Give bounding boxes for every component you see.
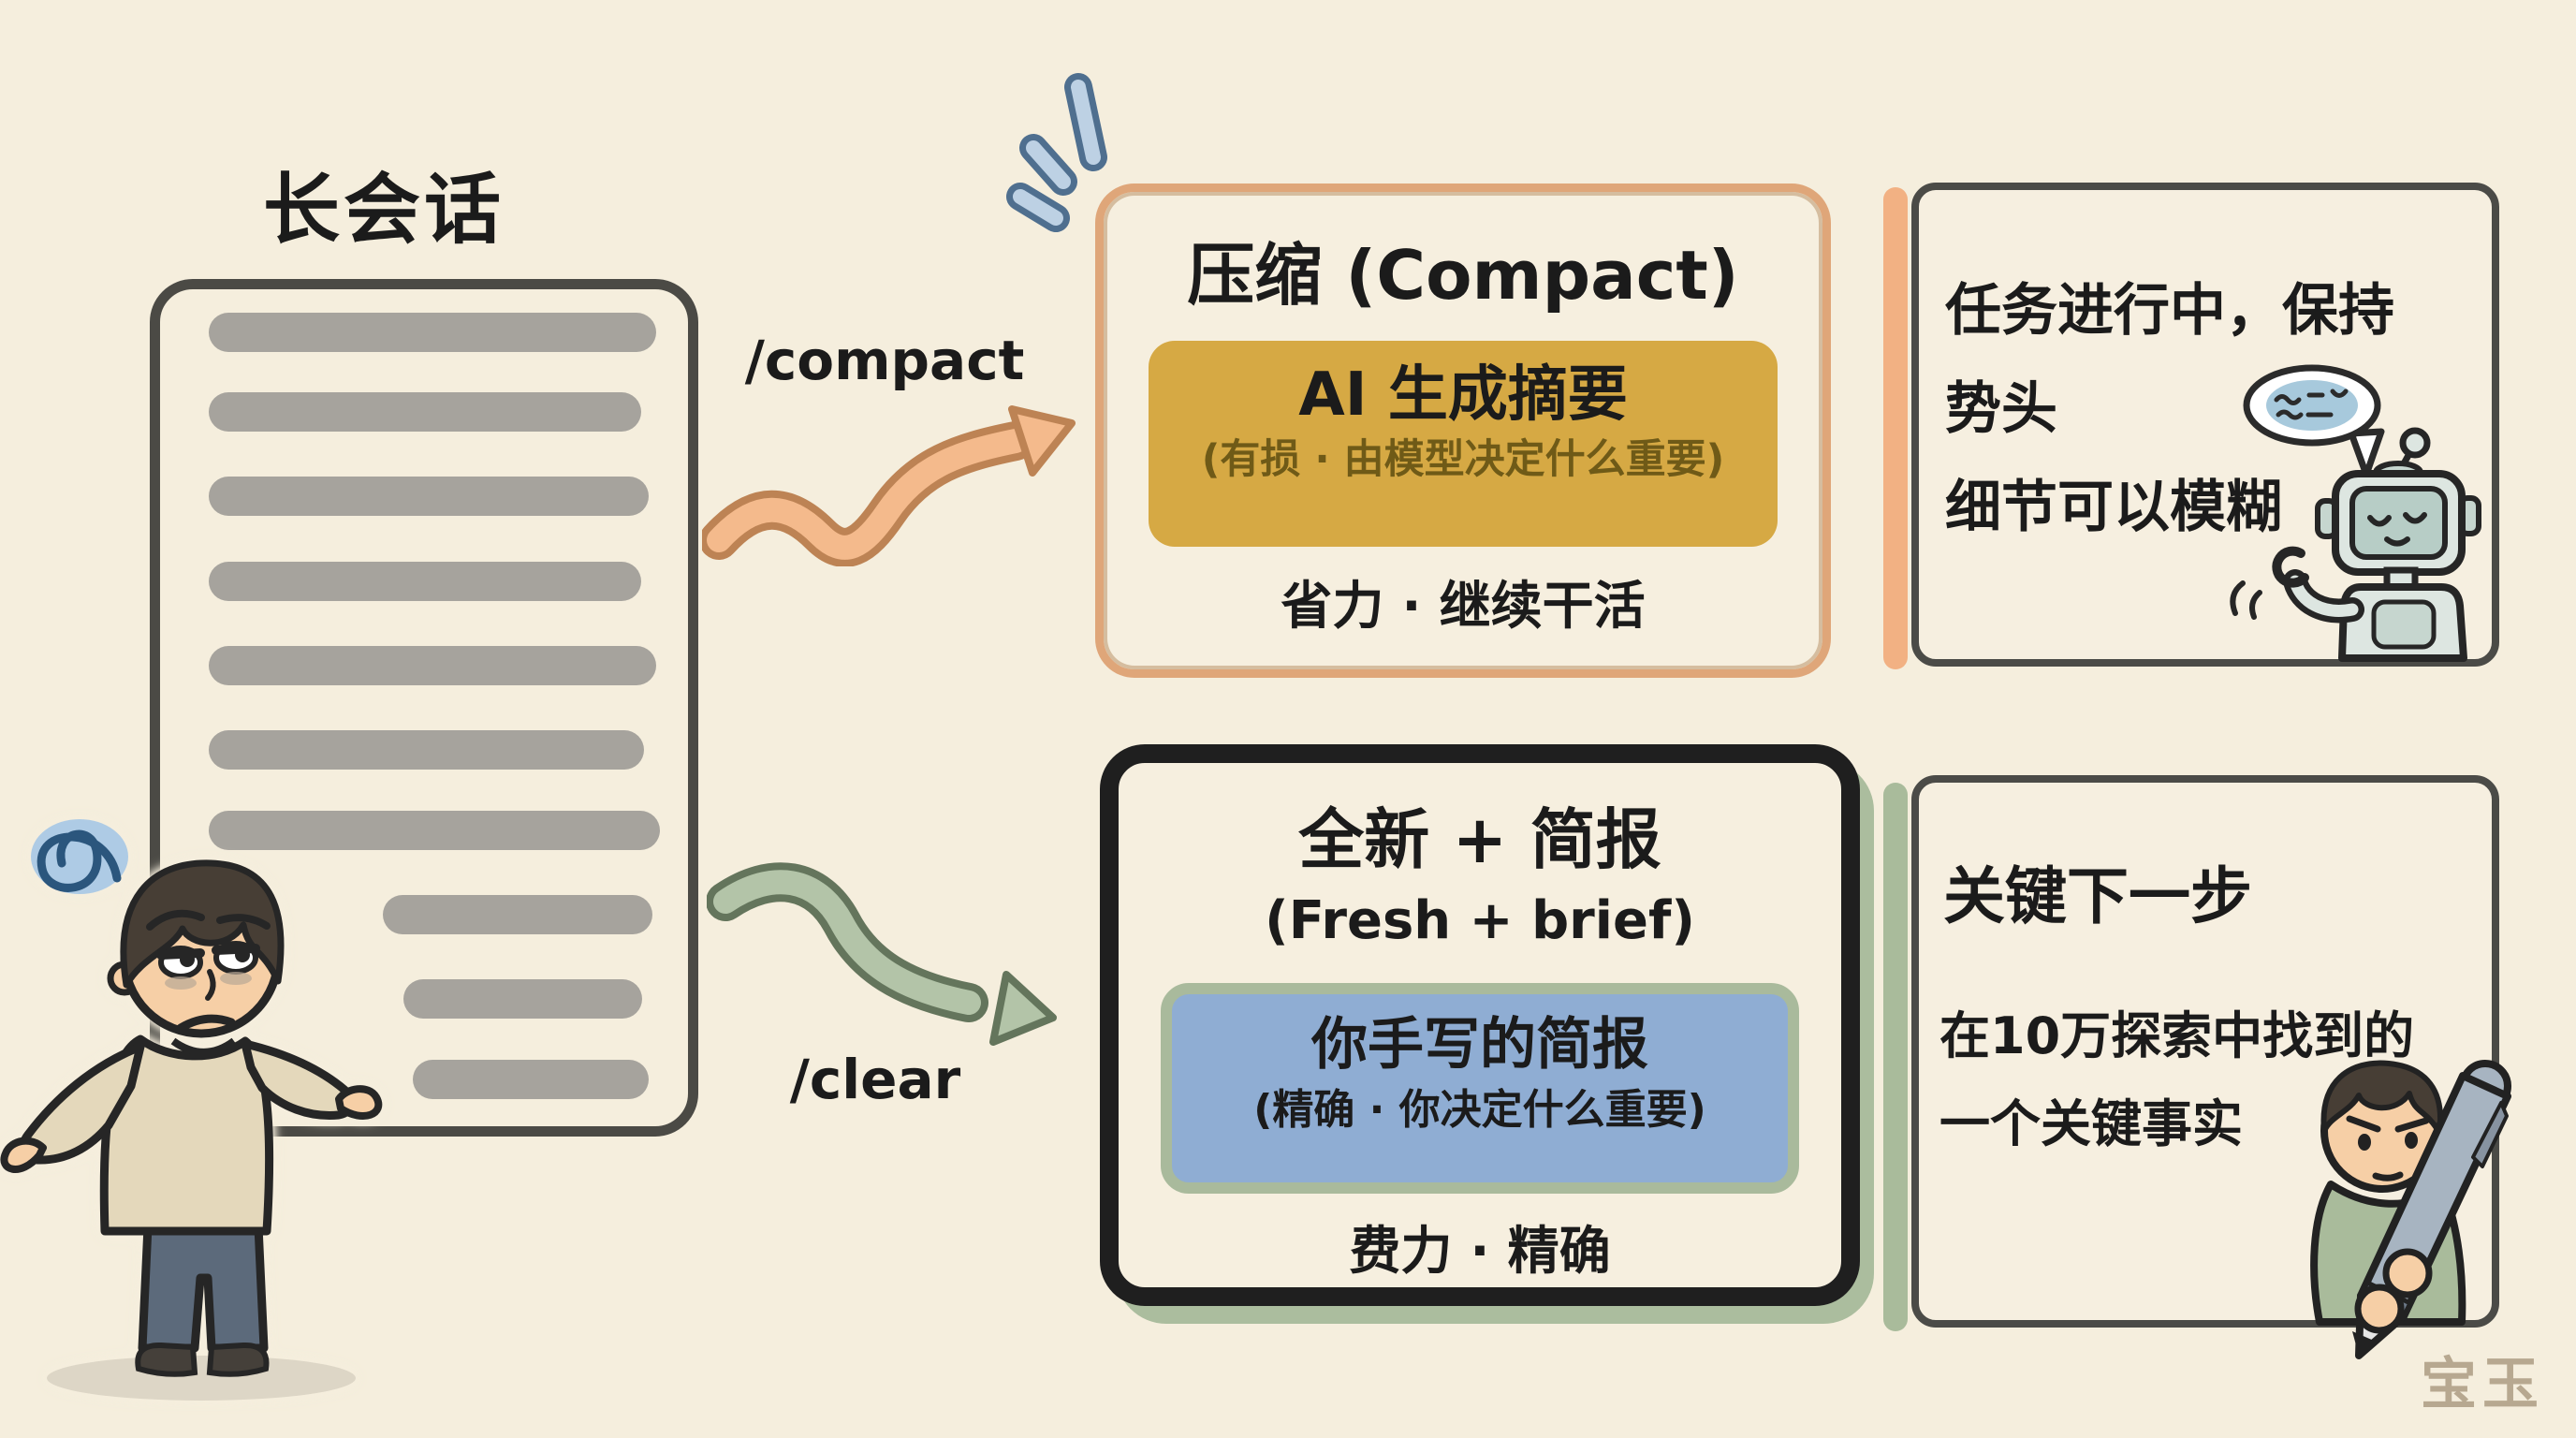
clear-command-label: /clear: [789, 1048, 961, 1111]
handwritten-brief-pill: 你手写的简报 (精确 · 你决定什么重要): [1161, 982, 1799, 1194]
compact-note-line2: 势头: [1945, 376, 2057, 442]
ai-summary-heading: AI 生成摘要: [1298, 360, 1628, 430]
clear-note-accent: [1883, 783, 1908, 1331]
compact-note-accent: [1883, 187, 1908, 669]
ground-shadow: [47, 1356, 356, 1401]
redacted-text-line: [403, 979, 642, 1019]
clear-arrow-icon: [707, 862, 1057, 1046]
robot-icon: [2230, 364, 2481, 662]
redacted-text-line: [209, 811, 660, 850]
compact-note-line3: 细节可以模糊: [1945, 475, 2282, 540]
ai-summary-subtitle: (有损 · 由模型决定什么重要): [1201, 436, 1725, 484]
compact-card-title: 压缩 (Compact): [1187, 236, 1739, 315]
confused-person-illustration: [0, 819, 383, 1401]
compact-card: 压缩 (Compact) AI 生成摘要 (有损 · 由模型决定什么重要) 省力…: [1095, 183, 1831, 678]
redacted-text-line: [209, 477, 649, 516]
clear-note-line2: 一个关键事实: [1939, 1094, 2243, 1153]
thought-scribble-icon: [31, 819, 128, 894]
clear-note-line1: 在10万探索中找到的: [1939, 1006, 2415, 1065]
compact-arrow-icon: [702, 405, 1076, 566]
redacted-text-line: [209, 392, 641, 432]
long-conversation-title: 长会话: [262, 166, 505, 255]
compact-card-footer: 省力 · 继续干活: [1281, 575, 1646, 636]
handwritten-brief-subtitle: (精确 · 你决定什么重要): [1253, 1085, 1706, 1134]
redacted-text-line: [209, 313, 656, 352]
handwritten-brief-heading: 你手写的简报: [1311, 1011, 1648, 1078]
sparkle-icon: [1006, 73, 1107, 232]
redacted-text-line: [209, 646, 656, 685]
fresh-card-subtitle: (Fresh + brief): [1265, 889, 1695, 951]
fresh-card: 全新 + 简报 (Fresh + brief) 你手写的简报 (精确 · 你决定…: [1100, 744, 1860, 1306]
compact-command-label: /compact: [744, 329, 1025, 392]
redacted-text-line: [209, 730, 644, 770]
motion-lines-icon: [2230, 580, 2262, 620]
tired-eyes: [156, 941, 260, 990]
redacted-text-line: [209, 562, 641, 601]
watermark: 宝玉: [2421, 1352, 2544, 1417]
fresh-card-footer: 费力 · 精确: [1349, 1220, 1611, 1281]
fresh-card-title: 全新 + 简报: [1298, 801, 1661, 878]
clear-note-title: 关键下一步: [1943, 860, 2252, 932]
writing-person-illustration: [2310, 1060, 2511, 1359]
compact-note-line1: 任务进行中，保持: [1945, 278, 2394, 344]
ai-summary-pill: AI 生成摘要 (有损 · 由模型决定什么重要): [1149, 340, 1778, 547]
speech-bubble-icon: [2243, 364, 2385, 478]
redacted-text-line: [383, 895, 652, 934]
redacted-text-line: [413, 1060, 649, 1099]
